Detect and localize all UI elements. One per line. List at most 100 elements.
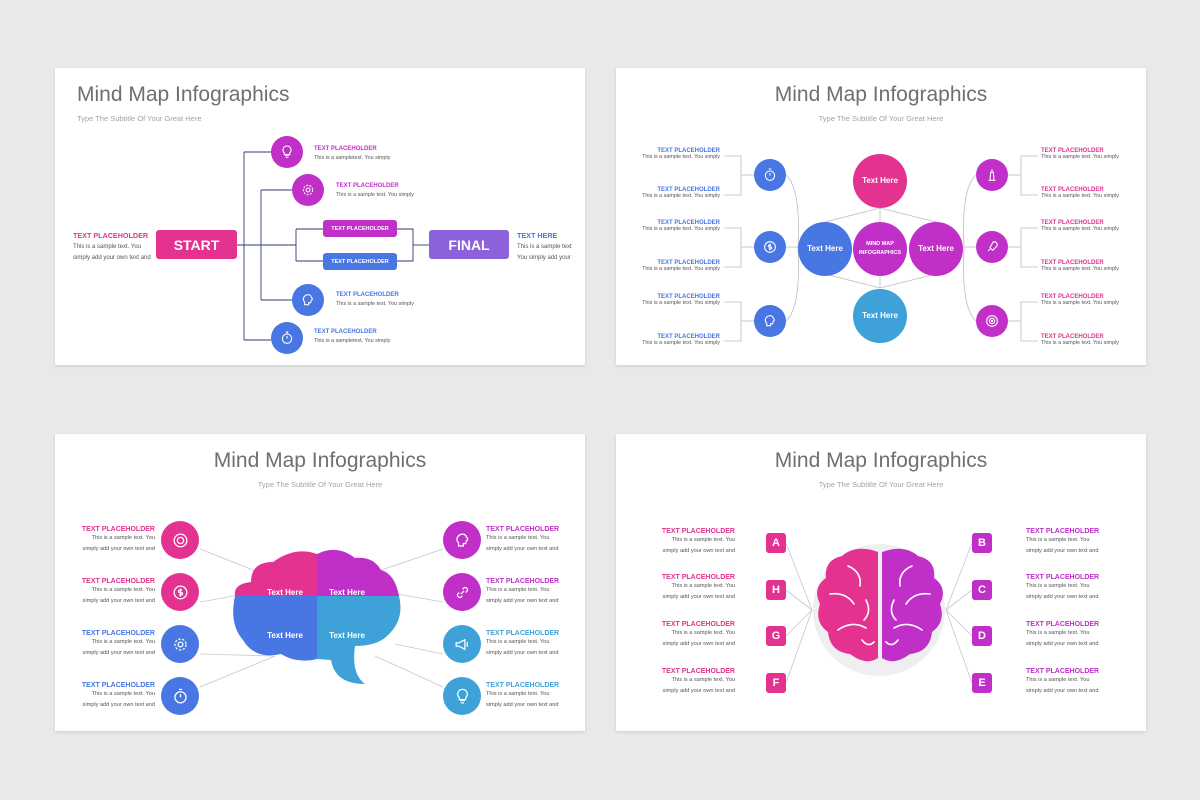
s4-right-label-3: TEXT PLACEHOLDER bbox=[1026, 621, 1100, 628]
brain-icon[interactable] bbox=[754, 305, 786, 337]
brain-icon[interactable] bbox=[443, 521, 481, 559]
letter-box-g[interactable]: G bbox=[766, 626, 786, 646]
s3-right-text-4: TEXT PLACEHOLDER This is a sample text. Y… bbox=[486, 682, 559, 711]
s2-left-body-1: This is a sample text. You simply bbox=[642, 154, 720, 160]
start-text-line-1: This is a sample text. You bbox=[73, 244, 142, 250]
s4-right-body-1a: This is a sample text. You bbox=[1026, 537, 1090, 543]
item-1-text: This is a sampletext. You simply bbox=[314, 155, 391, 161]
puzzle-top-left bbox=[234, 551, 317, 596]
final-text: This is a sample text You simply add you… bbox=[517, 242, 572, 264]
final-text-line-2: You simply add your bbox=[517, 255, 571, 261]
item-1-label: TEXT PLACEHOLDER bbox=[314, 146, 377, 152]
gear-icon[interactable] bbox=[292, 174, 324, 206]
stopwatch-icon[interactable] bbox=[161, 677, 199, 715]
s3-right-body-3a: This is a sample text. You bbox=[486, 639, 550, 645]
top-node-label: Text Here bbox=[862, 176, 898, 185]
slide-3-diagram bbox=[199, 548, 444, 688]
target-icon[interactable] bbox=[976, 305, 1008, 337]
dollar-icon[interactable] bbox=[161, 573, 199, 611]
slide-2[interactable]: Mind Map Infographics Type The Subtitle … bbox=[616, 68, 1146, 365]
megaphone-icon[interactable] bbox=[443, 625, 481, 663]
s3-left-label-3: TEXT PLACEHOLDER bbox=[81, 630, 155, 637]
lighthouse-icon[interactable] bbox=[976, 159, 1008, 191]
s4-left-body-1a: This is a sample text. You bbox=[671, 537, 735, 543]
puzzle-label-3: Text Here bbox=[267, 631, 303, 640]
center-node[interactable] bbox=[853, 222, 907, 276]
letter-box-d[interactable]: D bbox=[972, 626, 992, 646]
s2-right-body-6: This is a sample text. You simply bbox=[1041, 340, 1119, 346]
slide-1-connectors bbox=[237, 151, 429, 341]
s3-left-label-4: TEXT PLACEHOLDER bbox=[81, 682, 155, 689]
bottom-node[interactable] bbox=[853, 289, 907, 343]
letter-box-b[interactable]: B bbox=[972, 533, 992, 553]
s4-left-label-1: TEXT PLACEHOLDER bbox=[661, 528, 735, 535]
stopwatch-icon[interactable] bbox=[271, 322, 303, 354]
s2-left-label-4: TEXT PLACEHOLDER bbox=[657, 260, 720, 266]
s3-right-label-4: TEXT PLACEHOLDER bbox=[486, 682, 560, 689]
left-node[interactable] bbox=[798, 222, 852, 276]
letter-box-a[interactable]: A bbox=[766, 533, 786, 553]
item-2-label: TEXT PLACEHOLDER bbox=[336, 183, 399, 189]
item-2-text: This is a sample text. You simply bbox=[336, 192, 414, 198]
s2-left-label-1: TEXT PLACEHOLDER bbox=[657, 148, 720, 154]
slide-3[interactable]: Mind Map Infographics Type The Subtitle … bbox=[55, 434, 585, 731]
right-node[interactable] bbox=[909, 222, 963, 276]
stopwatch-icon[interactable] bbox=[754, 159, 786, 191]
start-box[interactable]: START bbox=[156, 230, 237, 259]
s2-left-body-4: This is a sample text. You simply bbox=[642, 266, 720, 272]
lightbulb-icon[interactable] bbox=[443, 677, 481, 715]
middle-box-bottom[interactable]: TEXT PLACEHOLDER bbox=[323, 253, 397, 270]
gear-icon[interactable] bbox=[161, 625, 199, 663]
letter-box-e[interactable]: E bbox=[972, 673, 992, 693]
letter-box-f[interactable]: F bbox=[766, 673, 786, 693]
s4-left-body-4a: This is a sample text. You bbox=[671, 677, 735, 683]
s3-left-body-4b: simply add your own text and bbox=[82, 702, 155, 708]
s2-right-label-3: TEXT PLACEHOLDER bbox=[1041, 220, 1104, 226]
final-box[interactable]: FINAL bbox=[429, 230, 509, 259]
item-4-text: This is a sampletext. You simply bbox=[314, 338, 391, 344]
s2-left-label-2: TEXT PLACEHOLDER bbox=[657, 187, 720, 193]
brain-illustration bbox=[817, 548, 943, 662]
s4-right-body-3b: simply add your own text and bbox=[1026, 641, 1099, 647]
s3-right-body-2b: simply add your own text and bbox=[486, 598, 559, 604]
brain-icon[interactable] bbox=[292, 284, 324, 316]
puzzle-label-4: Text Here bbox=[329, 631, 365, 640]
bottom-node-label: Text Here bbox=[862, 311, 898, 320]
center-node-label: MIND MAP INFOGRAPHICS bbox=[853, 240, 907, 258]
lightbulb-icon[interactable] bbox=[271, 136, 303, 168]
letter-box-h[interactable]: H bbox=[766, 580, 786, 600]
s2-right-label-1: TEXT PLACEHOLDER bbox=[1041, 148, 1104, 154]
slide-1-title: Mind Map Infographics bbox=[77, 83, 290, 106]
s3-right-label-1: TEXT PLACEHOLDER bbox=[486, 526, 560, 533]
letter-box-c[interactable]: C bbox=[972, 580, 992, 600]
s2-right-label-6: TEXT PLACEHOLDER bbox=[1041, 334, 1104, 340]
slide-3-title: Mind Map Infographics bbox=[213, 449, 427, 472]
middle-box-top[interactable]: TEXT PLACEHOLDER bbox=[323, 220, 397, 237]
s4-right-body-4b: simply add your own text and bbox=[1026, 688, 1099, 694]
top-node[interactable] bbox=[853, 154, 907, 208]
slide-4[interactable]: Mind Map Infographics Type The Subtitle … bbox=[616, 434, 1146, 731]
s3-right-body-4a: This is a sample text. You bbox=[486, 691, 550, 697]
target-icon[interactable] bbox=[161, 521, 199, 559]
start-text-line-2: simply add your own text and bbox=[73, 255, 151, 261]
slide-2-subtitle: Type The Subtitle Of Your Great Here bbox=[818, 114, 944, 123]
dollar-icon[interactable] bbox=[754, 231, 786, 263]
slide-1[interactable]: Mind Map Infographics Type The Subtitle … bbox=[55, 68, 585, 365]
link-icon[interactable] bbox=[443, 573, 481, 611]
rocket-icon[interactable] bbox=[976, 231, 1008, 263]
